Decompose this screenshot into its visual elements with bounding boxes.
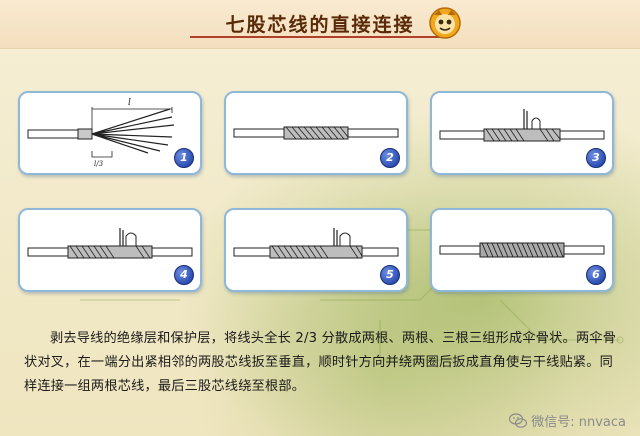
step-panel-4: 4 [18, 208, 202, 292]
step-panel-1: l l/3 1 [18, 91, 202, 175]
wire-diagram-step-4 [27, 228, 193, 259]
watermark: 微信号: nnvaca [509, 411, 626, 430]
title-underline [190, 36, 450, 38]
wire-diagram-step-1: l l/3 [27, 98, 175, 168]
title-bar: 七股芯线的直接连接 [0, 0, 640, 49]
step-panel-3: 3 [430, 91, 614, 175]
step-panel-5: 5 [224, 208, 408, 292]
wire-diagram-step-3 [439, 109, 605, 142]
cartoon-face-logo [429, 7, 461, 39]
step-panel-6: 6 [430, 208, 614, 292]
length-label: l [128, 98, 131, 108]
instruction-text: 剥去导线的绝缘层和保护层，将线头全长 2/3 分散成两根、两根、三根三组形成伞骨… [24, 331, 617, 394]
step-number-badge: 6 [586, 265, 606, 285]
step-panel-2: 2 [224, 91, 408, 175]
wechat-icon [509, 412, 528, 428]
step-number-badge: 4 [174, 265, 194, 285]
step-number-badge: 2 [380, 148, 400, 168]
step-number-badge: 1 [174, 148, 194, 168]
step-number-badge: 5 [380, 265, 400, 285]
page-title: 七股芯线的直接连接 [225, 14, 415, 36]
watermark-text: 微信号: nnvaca [531, 415, 626, 430]
third-length-label: l/3 [94, 160, 104, 168]
step-number-badge: 3 [586, 148, 606, 168]
wire-diagram-step-6 [439, 242, 605, 258]
wire-diagram-step-5 [233, 228, 399, 259]
wire-diagram-step-2 [233, 126, 399, 140]
